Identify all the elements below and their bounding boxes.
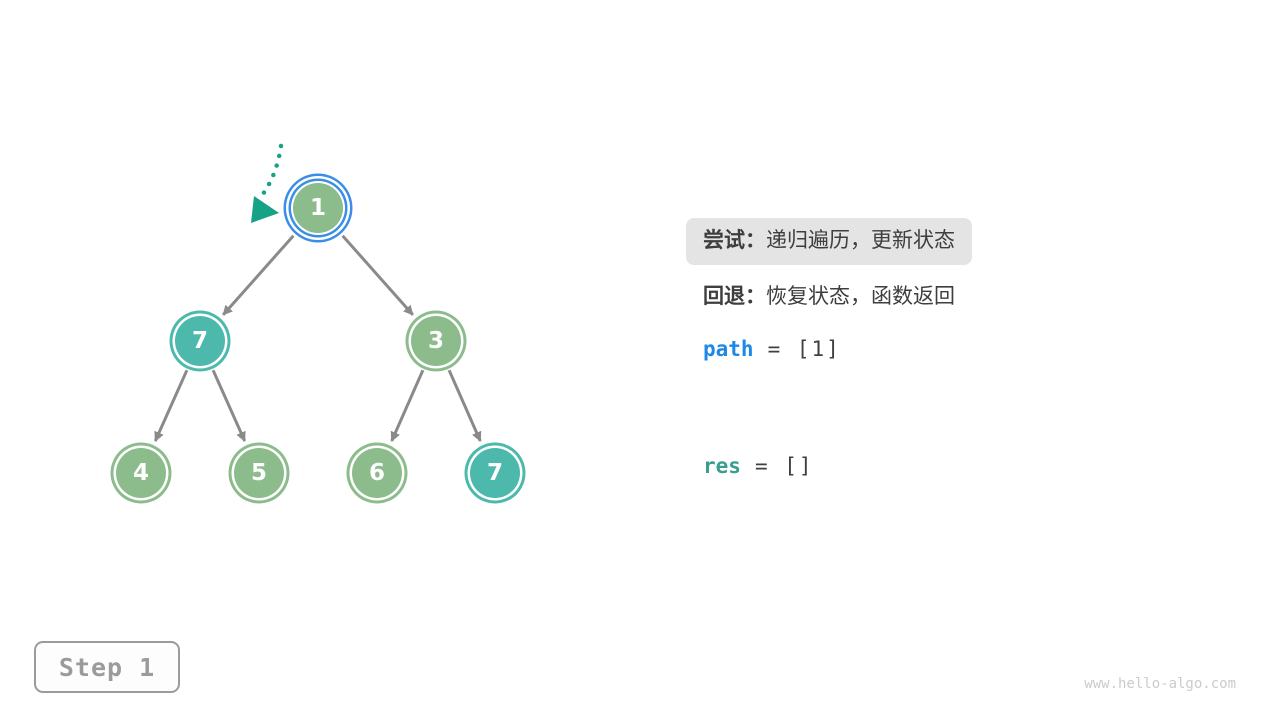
- tree-node: 5: [234, 448, 284, 498]
- current-node-pointer-icon: [251, 143, 284, 223]
- tree-edge-7-4: [153, 369, 189, 442]
- tree-node-root: 1: [293, 183, 343, 233]
- tree-node: 3: [411, 316, 461, 366]
- tree-edge-3-6: [390, 369, 425, 442]
- tree-node: 7: [175, 316, 225, 366]
- res-variable-line: res = []: [686, 452, 1086, 480]
- try-text: 递归遍历，更新状态: [766, 229, 955, 252]
- explanation-panel: 尝试：递归遍历，更新状态 回退：恢复状态，函数返回 path = [1] res =…: [686, 218, 1086, 480]
- tree-node: 4: [116, 448, 166, 498]
- tree-edge-3-7: [447, 369, 482, 442]
- backtrack-label: 回退：: [703, 285, 766, 308]
- tree-edge-1-7: [222, 234, 295, 316]
- path-variable-line: path = [1]: [686, 335, 1086, 363]
- tree-edge-1-3: [341, 234, 414, 316]
- watermark: www.hello-algo.com: [1084, 676, 1236, 692]
- res-variable-name: res: [703, 454, 741, 478]
- path-variable-value: = [1]: [767, 337, 841, 361]
- tree-node: 6: [352, 448, 402, 498]
- try-step-highlight: 尝试：递归遍历，更新状态: [686, 218, 972, 265]
- tree-edge-7-5: [211, 369, 247, 442]
- step-badge: Step 1: [34, 641, 180, 693]
- backtrack-text: 恢复状态，函数返回: [766, 285, 955, 308]
- tree-node: 7: [470, 448, 520, 498]
- path-variable-name: path: [703, 337, 754, 361]
- try-label: 尝试：: [703, 229, 766, 252]
- res-variable-value: = []: [754, 454, 814, 478]
- tree-edges-layer: [153, 143, 482, 442]
- tree-edges: [153, 234, 482, 442]
- backtrack-line: 回退：恢复状态，函数返回: [686, 283, 1086, 311]
